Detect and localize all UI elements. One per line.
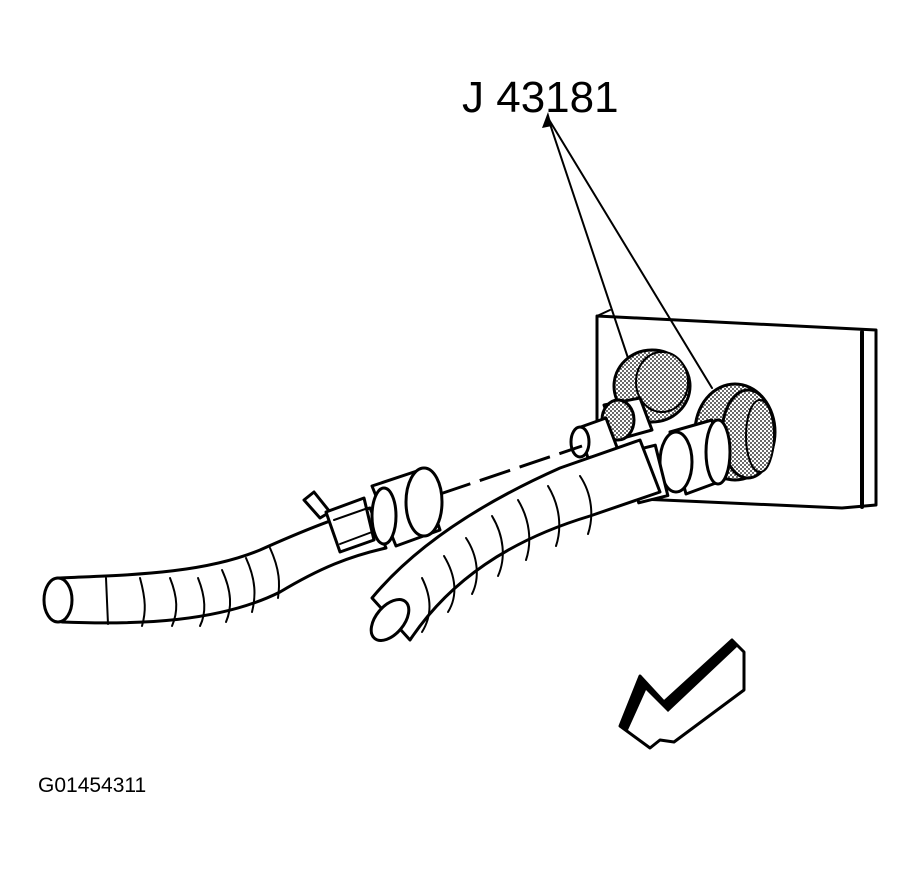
left-coupling: [370, 466, 444, 548]
right-hose: [369, 438, 662, 642]
figure-id: G01454311: [38, 774, 146, 797]
tool-adapter-upper: [600, 348, 692, 442]
left-hose-clamp: [302, 490, 376, 554]
callout-leader-lines: [542, 112, 713, 389]
left-hose: [42, 506, 388, 627]
callout-label: J 43181: [462, 73, 619, 122]
alignment-dashed-line: [439, 444, 583, 496]
upper-fitting: [569, 416, 620, 460]
direction-arrow: [618, 638, 746, 750]
